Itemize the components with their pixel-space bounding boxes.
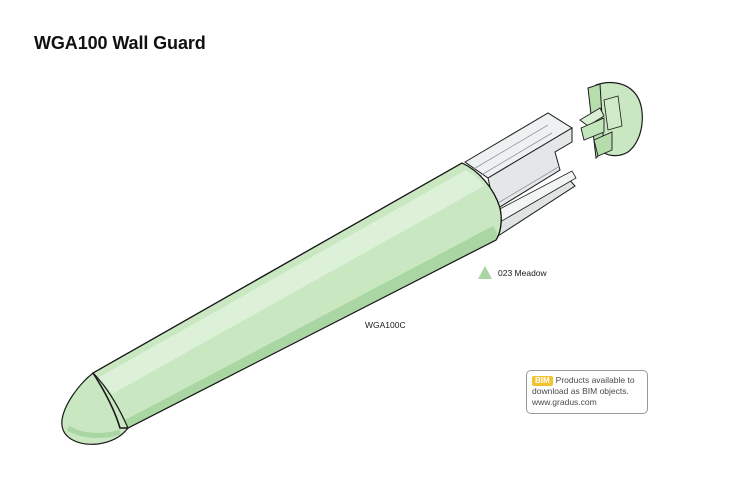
end-cap-lower [61, 372, 129, 445]
pvc-cover [92, 162, 502, 429]
bim-line-1: Products available to [555, 375, 635, 385]
bim-line-3: www.gradus.com [532, 397, 597, 407]
triangle-swatch-icon [478, 266, 492, 279]
page-title: WGA100 Wall Guard [34, 33, 206, 53]
bim-line-2: download as BIM objects. [532, 386, 629, 396]
bim-badge: BIM [532, 376, 553, 386]
color-key: 023 Meadow [478, 266, 547, 279]
end-cap-upper [579, 81, 643, 160]
color-key-label: 023 Meadow [498, 267, 547, 278]
product-code-label: WGA100C [365, 320, 406, 330]
